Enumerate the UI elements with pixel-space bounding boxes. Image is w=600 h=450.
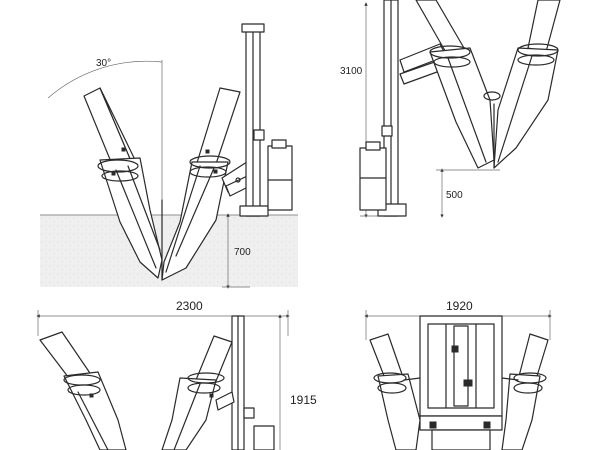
control-box-open [253, 425, 275, 450]
right-spade-arm-front [501, 333, 549, 450]
front-frame [419, 315, 503, 450]
left-spade-arm-raised [415, 0, 501, 169]
view-side-digging: 30° [40, 23, 298, 289]
linkage-arm-open [215, 391, 235, 411]
control-box [267, 139, 293, 211]
height-label: 3100 [340, 66, 363, 77]
right-spade-arm-open [161, 335, 233, 450]
view-front: 1920 [364, 299, 552, 450]
view-side-raised: 3100 [340, 0, 561, 218]
view-side-open: 2300 1915 [36, 299, 317, 450]
angle-label: 30° [96, 58, 111, 69]
left-spade-arm-open [39, 331, 127, 450]
clearance-label: 500 [446, 190, 463, 201]
control-box-raised [359, 125, 393, 211]
width-open-label: 2300 [176, 299, 203, 313]
height-folded-label: 1915 [290, 393, 317, 407]
width-front-label: 1920 [446, 299, 473, 313]
left-spade-arm-front [369, 333, 421, 450]
depth-label: 700 [234, 247, 251, 258]
right-spade-arm [161, 87, 241, 281]
right-spade-arm-raised [493, 0, 561, 169]
mast [239, 23, 269, 217]
left-spade-arm [83, 87, 163, 279]
angle-arc [47, 60, 163, 99]
